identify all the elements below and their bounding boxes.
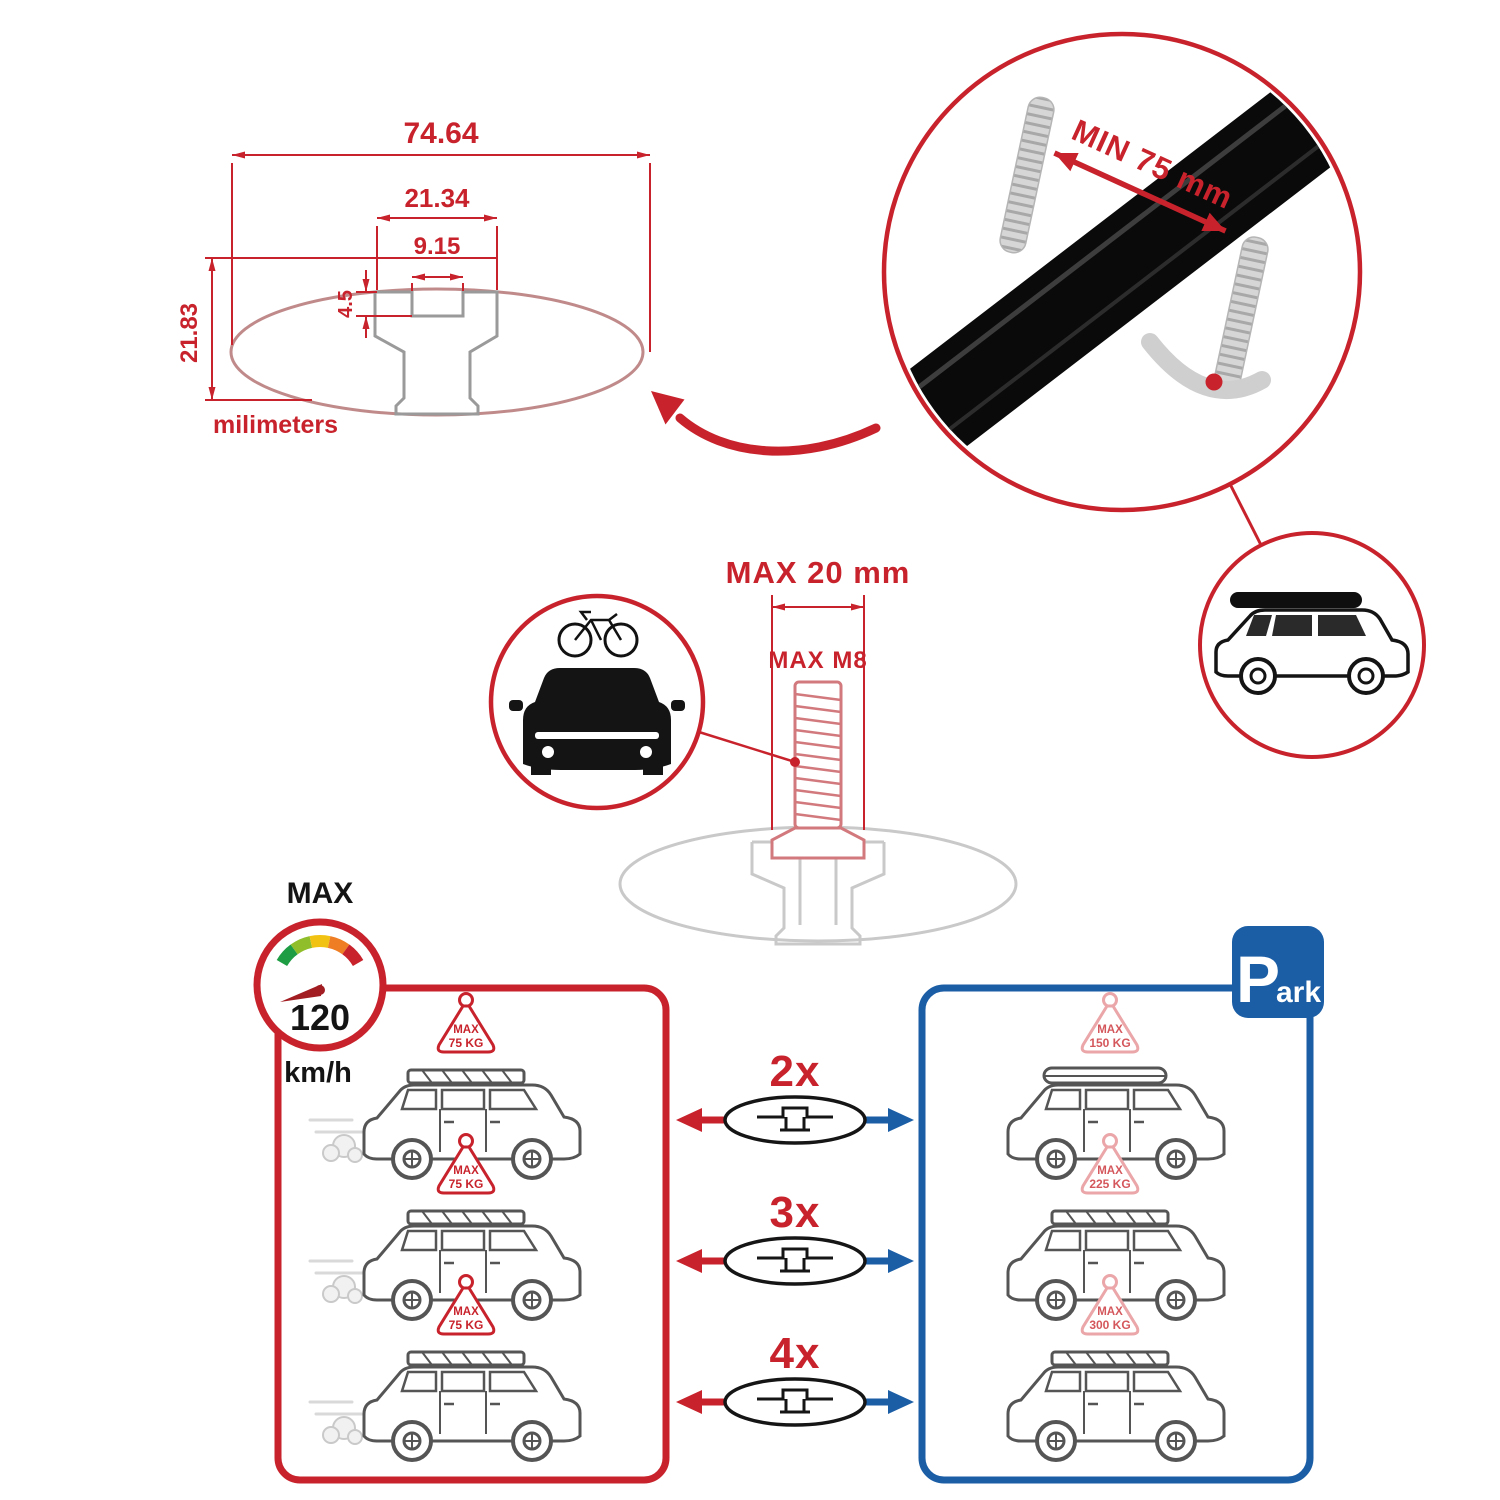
car-load-tag: MAX 150 KG [1080,992,1140,1054]
dim-slot-depth-label: 4.5 [335,290,357,318]
car-load-tag: MAX 75 KG [436,992,496,1054]
tag-value: 150 KG [1089,1036,1130,1050]
quantity-row-3x: 3x [676,1188,914,1286]
speed-max-label: MAX [287,877,354,910]
tag-title: MAX [453,1165,479,1177]
gauge-needle [280,984,322,1002]
quantity-row-2x: 2x [676,1047,914,1145]
car-load-tag: MAX 300 KG [1080,1274,1140,1336]
suv-roofbox-circle [1198,531,1426,759]
car-front-ring [488,593,706,811]
dim-total-height: 21.83 [176,257,498,401]
car-load-tag: MAX 75 KG [436,1133,496,1195]
car-front-view [509,668,685,775]
bar-profile-cross-section [373,290,499,416]
car-load-tag: MAX 225 KG [1080,1133,1140,1195]
park-sign-suffix: ark [1276,976,1321,1009]
bar-section-ellipse [229,287,645,417]
max-width-dimension [771,595,865,830]
bar-detail-ring [881,31,1363,513]
tag-value: 225 KG [1089,1177,1130,1191]
speed-gauge: MAX 120 km/h [253,877,387,1089]
max-thread-label: MAX M8 [768,647,867,674]
suv-roofbox-ring [1198,531,1426,759]
dim-slot-inner: 9.15 [411,233,464,291]
max-width-label: MAX 20 mm [726,555,911,590]
crossbar-end-cap [889,405,923,484]
crossbar-profile-icon [723,1095,867,1145]
tag-title: MAX [1097,1165,1123,1177]
u-bolt-strap [1141,333,1271,399]
bolt-detail: MAX 20 mm MAX M8 [618,555,1018,946]
tag-title: MAX [1097,1024,1123,1036]
tag-title: MAX [1097,1306,1123,1318]
dim-slot-depth: 4.5 [335,270,412,338]
circle-connector-line [1228,483,1263,546]
crossbar-profile-icon [723,1236,867,1286]
tag-value: 75 KG [449,1318,484,1332]
bolt-illustration [770,680,866,860]
dimension-drawing: 74.64 21.34 9.15 4.5 [176,117,881,456]
tag-value: 75 KG [449,1036,484,1050]
car-load-tag: MAX 75 KG [436,1274,496,1336]
speed-value: 120 [290,997,350,1038]
bar-detail-circle: MIN 75 mm [881,31,1363,546]
bolt-leader-line [698,730,796,764]
park-sign: P ark [1232,926,1324,1018]
speed-unit: km/h [284,1057,352,1089]
qty-label: 3x [770,1188,821,1237]
tag-title: MAX [453,1024,479,1036]
dim-total-height-label: 21.83 [176,303,203,363]
tag-value: 300 KG [1089,1318,1130,1332]
park-sign-letter: P [1236,942,1280,1016]
dim-slot-inner-label: 9.15 [414,233,461,260]
bolt-leader-dot [790,757,800,767]
qty-label: 2x [770,1047,821,1096]
bicycle-icon [557,610,639,658]
dim-total-width-label: 74.64 [403,117,478,150]
pointer-arrow [651,391,881,456]
strap-marker-dot [1205,373,1223,391]
parked-panel: MAX 150 KG MAX 225 KG MAX 300 KG P ark [918,926,1324,1484]
bolt-profile-cross-section [750,840,886,946]
tag-value: 75 KG [449,1177,484,1191]
car-front-circle [488,593,706,811]
tag-title: MAX [453,1306,479,1318]
dim-total-width: 74.64 [231,117,651,352]
u-bolt-left [999,96,1055,254]
qty-label: 4x [770,1329,821,1378]
quantity-rows: 2x 3x 4x [676,1047,914,1427]
suv-with-roofbox [1214,592,1410,695]
dim-slot-outer-label: 21.34 [404,183,470,213]
units-label: milimeters [213,411,338,439]
driving-panel: MAX 75 KG MAX 75 KG MAX 75 KG [274,984,670,1484]
crossbar-profile-icon [723,1377,867,1427]
quantity-row-4x: 4x [676,1329,914,1427]
